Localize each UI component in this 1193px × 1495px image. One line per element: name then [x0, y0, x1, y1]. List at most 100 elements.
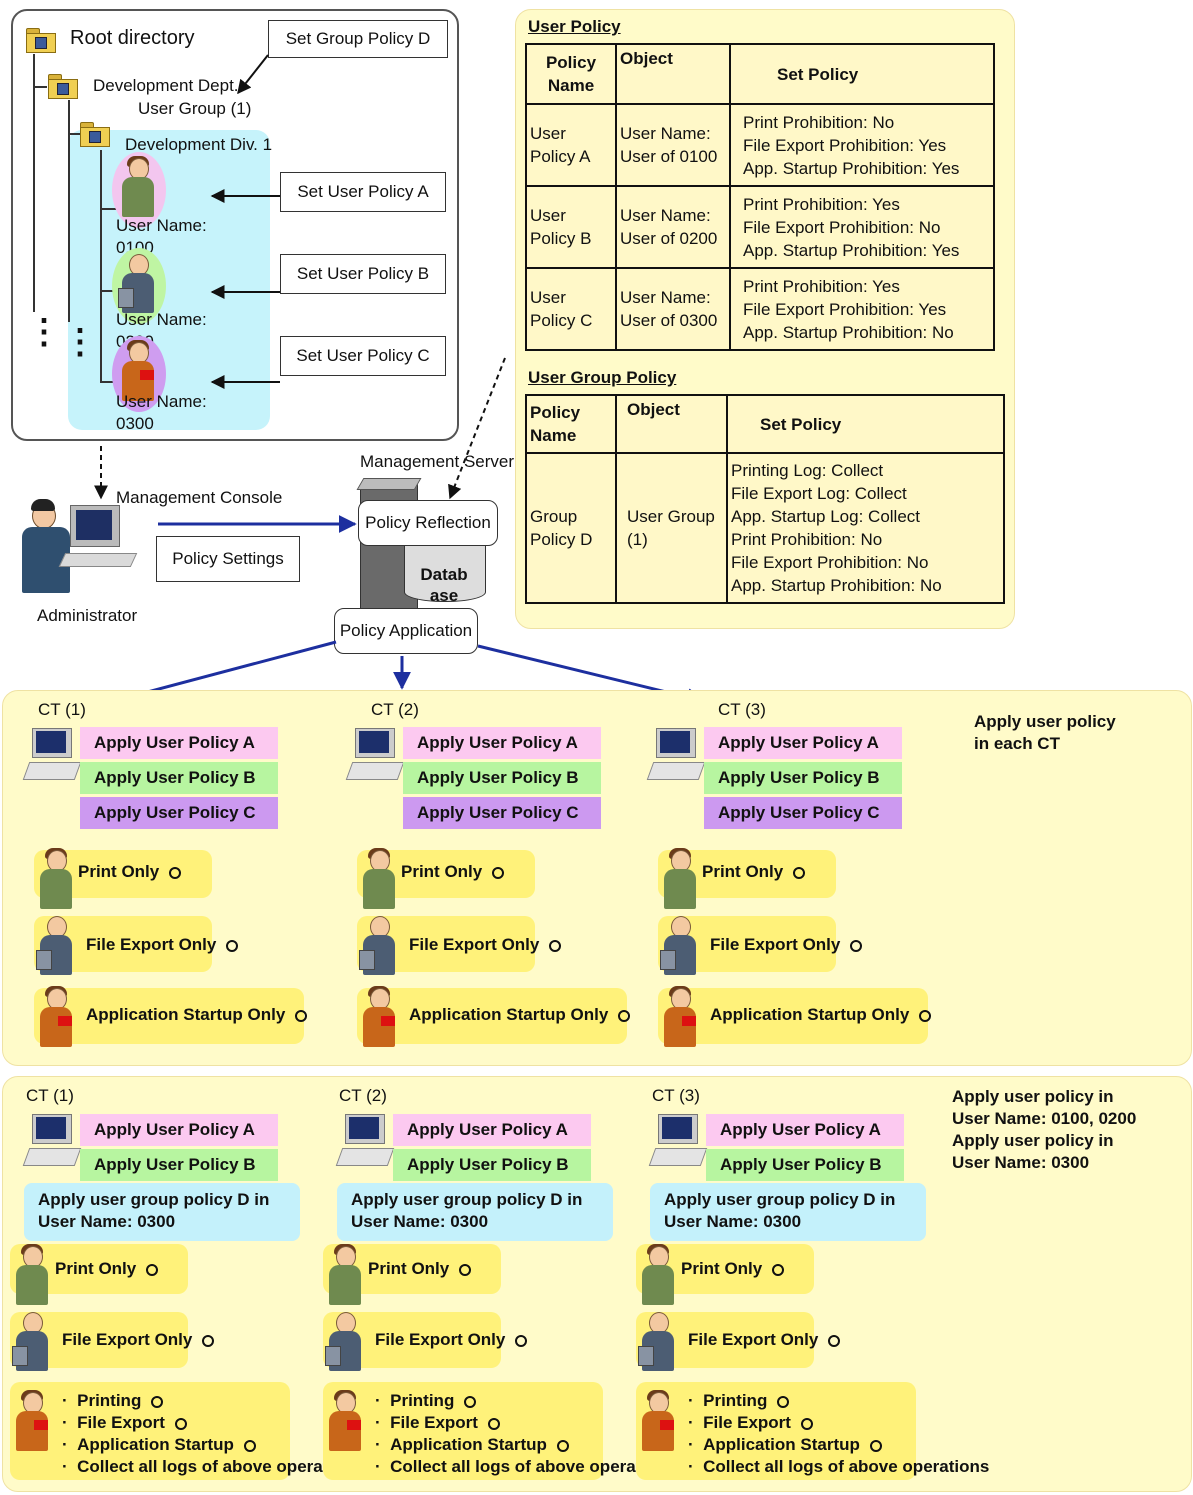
- file-export-only-label: File Export Only: [86, 935, 239, 955]
- user-0200-icon: [12, 1312, 52, 1372]
- setting-line: App. Startup Prohibition: No: [743, 322, 954, 342]
- apply-user-policy-b: Apply User Policy B: [403, 762, 601, 794]
- print-only-label: Print Only: [78, 862, 182, 882]
- circle-icon: [828, 1334, 841, 1347]
- ct-title: CT (3): [718, 700, 766, 719]
- user-name-label: User Name:: [116, 216, 207, 235]
- user-0100-icon: [118, 156, 158, 218]
- header-policy-name: Policy Name: [525, 394, 617, 454]
- division-folder-icon: [80, 122, 110, 147]
- setting-line: Print Prohibition: No: [743, 112, 895, 132]
- group-apply-line: Apply user group policy D in: [351, 1190, 583, 1209]
- bullet-text: File Export: [703, 1413, 791, 1432]
- setting-line: App. Startup Prohibition: No: [731, 576, 942, 595]
- root-directory-label: Root directory: [70, 27, 195, 49]
- tree-line: [33, 86, 47, 88]
- user-0300-icon: [36, 986, 76, 1048]
- user-name-label: User Name:: [116, 310, 207, 329]
- op-text: Application Startup Only: [86, 1005, 286, 1024]
- op-text: Print Only: [401, 862, 483, 881]
- setting-line: Printing Log: Collect: [731, 461, 884, 480]
- user-name-label: User Name:: [116, 392, 207, 411]
- circle-icon: [772, 1263, 785, 1276]
- print-only-label: Print Only: [55, 1259, 159, 1279]
- policy-object-cell: User Name: User of 0100: [615, 103, 731, 187]
- app-startup-only-label: Application Startup Only: [86, 1005, 308, 1025]
- combined-ops-list: · Printing · File Export · Application S…: [375, 1390, 637, 1478]
- app-startup-only-item: [658, 988, 928, 1044]
- note-line: Apply user policy in: [952, 1087, 1114, 1106]
- tree-line: [100, 208, 120, 210]
- policy-name-cell: User Policy C: [525, 267, 617, 351]
- user-0200-icon: [325, 1312, 365, 1372]
- setting-line: File Export Prohibition: Yes: [743, 135, 947, 155]
- circle-icon: [151, 1395, 164, 1408]
- bullet-item: · File Export: [688, 1412, 989, 1434]
- setting-line: File Export Prohibition: No: [743, 217, 941, 237]
- computer-icon: [22, 728, 82, 784]
- circle-icon: [174, 1417, 187, 1430]
- tree-ellipsis: ⋮: [27, 313, 61, 351]
- apply-user-policy-a: Apply User Policy A: [393, 1114, 591, 1146]
- policy-settings-cell: Print Prohibition: No File Export Prohib…: [729, 103, 995, 187]
- circle-icon: [793, 866, 806, 879]
- op-text: Print Only: [78, 862, 160, 881]
- computer-icon: [335, 1114, 395, 1170]
- app-startup-only-label: Application Startup Only: [409, 1005, 631, 1025]
- computer-icon: [22, 1114, 82, 1170]
- note-line: Apply user policy: [974, 712, 1116, 731]
- apply-user-policy-a: Apply User Policy A: [704, 727, 902, 759]
- development-div-label: Development Div. 1: [125, 135, 273, 154]
- print-only-label: Print Only: [401, 862, 505, 882]
- user-0300-icon: [12, 1390, 52, 1452]
- file-export-only-label: File Export Only: [375, 1330, 528, 1350]
- arrow-to-db: [448, 357, 506, 500]
- user-0100-icon: [638, 1244, 678, 1306]
- setting-line: App. Startup Prohibition: Yes: [743, 240, 960, 260]
- circle-icon: [869, 1439, 882, 1452]
- ct-title: CT (1): [26, 1086, 74, 1105]
- app-startup-only-item: [34, 988, 304, 1044]
- bullet-item: · Application Startup: [62, 1434, 363, 1456]
- circle-icon: [777, 1395, 790, 1408]
- group-policy-apply-box: Apply user group policy D in User Name: …: [24, 1183, 300, 1241]
- note-line: in each CT: [974, 734, 1060, 753]
- user-0100-icon: [660, 848, 700, 910]
- policy-object-cell: User Group (1): [615, 452, 728, 604]
- file-export-only-label: File Export Only: [710, 935, 863, 955]
- bullet-item: · File Export: [375, 1412, 637, 1434]
- bullet-item: · Printing: [62, 1390, 363, 1412]
- apply-user-policy-c: Apply User Policy C: [704, 797, 902, 829]
- op-text: Application Startup Only: [409, 1005, 609, 1024]
- set-user-policy-c-callout: Set User Policy C: [280, 336, 446, 376]
- user-0200-icon: [638, 1312, 678, 1372]
- user-id-label: 0300: [116, 414, 154, 433]
- management-server-label: Management Server: [360, 452, 515, 471]
- setting-line: File Export Prohibition: No: [731, 553, 929, 572]
- ct3-column-group: CT (3) Apply User Policy A Apply User Po…: [636, 1086, 1036, 1486]
- circle-icon: [226, 939, 239, 952]
- ct2-column: CT (2) Apply User Policy A Apply User Po…: [345, 700, 667, 1060]
- group-policy-apply-box: Apply user group policy D in User Name: …: [337, 1183, 613, 1241]
- app-startup-only-label: Application Startup Only: [710, 1005, 932, 1025]
- ct-title: CT (1): [38, 700, 86, 719]
- op-text: File Export Only: [62, 1330, 193, 1349]
- computer-icon: [648, 1114, 708, 1170]
- apply-user-policy-b: Apply User Policy B: [393, 1149, 591, 1181]
- tree-ellipsis: ⋮: [63, 323, 97, 361]
- tree-line: [100, 150, 102, 382]
- policy-object-cell: User Name: User of 0300: [615, 267, 731, 351]
- apply-user-policy-b: Apply User Policy B: [706, 1149, 904, 1181]
- tree-line: [68, 100, 70, 322]
- user-0200-icon: [660, 916, 700, 976]
- group-policy-apply-box: Apply user group policy D in User Name: …: [650, 1183, 926, 1241]
- circle-icon: [459, 1263, 472, 1276]
- setting-line: Print Prohibition: Yes: [743, 194, 900, 214]
- ct-title: CT (2): [339, 1086, 387, 1105]
- group-apply-line: User Name: 0300: [664, 1212, 802, 1231]
- header-set-policy: Set Policy: [729, 43, 995, 105]
- user-0300-icon: [359, 986, 399, 1048]
- header-object: Object: [615, 394, 728, 454]
- setting-line: App. Startup Prohibition: Yes: [743, 158, 960, 178]
- user-0300-icon: [325, 1390, 365, 1452]
